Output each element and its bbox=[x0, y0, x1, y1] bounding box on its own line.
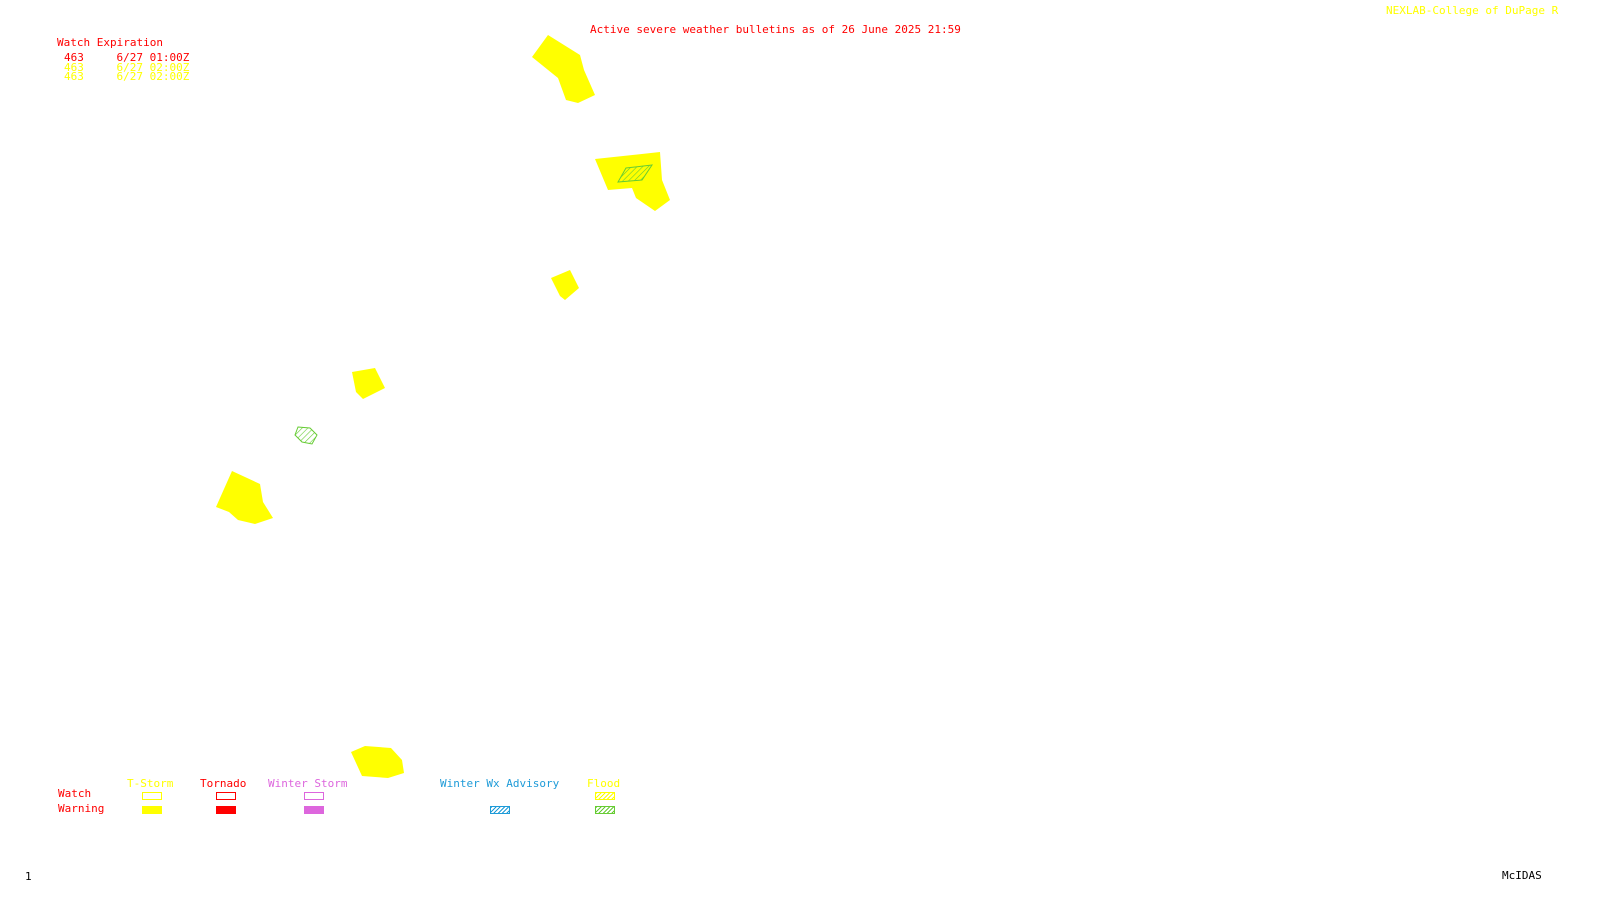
watch-expires: 6/27 01:00Z bbox=[116, 51, 190, 64]
flood-warning-polygon bbox=[294, 426, 318, 445]
legend-winter-storm-watch-swatch bbox=[304, 792, 324, 800]
tstorm-warning-polygon bbox=[595, 152, 670, 211]
legend-flood-watch-swatch bbox=[595, 792, 615, 800]
watch-row: 463 6/27 01:00Z bbox=[64, 52, 189, 64]
legend-watch-label: Watch bbox=[58, 787, 92, 800]
legend-warning-label: Warning bbox=[58, 802, 105, 815]
legend-winter-storm-warning-swatch bbox=[304, 806, 324, 814]
watch-row: 463 6/27 02:00Z bbox=[64, 71, 189, 83]
watch-number: 463 bbox=[64, 61, 84, 74]
tstorm-warning-polygon bbox=[351, 746, 404, 778]
legend-tornado-warning-swatch bbox=[216, 806, 236, 814]
credit-text: NEXLAB-College of DuPage R bbox=[1386, 4, 1559, 17]
legend-tstorm-label: T-Storm bbox=[127, 777, 174, 790]
frame-number: 1 bbox=[25, 870, 32, 883]
watch-expires: 6/27 02:00Z bbox=[116, 61, 190, 74]
watch-row: 463 6/27 02:00Z bbox=[64, 62, 189, 74]
watch-number: 463 bbox=[64, 70, 84, 83]
legend-tornado-watch-swatch bbox=[216, 792, 236, 800]
bulletin-title: Active severe weather bulletins as of 26… bbox=[590, 23, 961, 36]
tstorm-warning-polygon bbox=[551, 270, 579, 300]
tstorm-warning-polygon bbox=[216, 471, 273, 524]
legend-flood-warning-swatch bbox=[595, 806, 615, 814]
legend-winter-storm-label: Winter Storm bbox=[268, 777, 348, 790]
software-label: McIDAS bbox=[1502, 869, 1542, 882]
legend-winter-advisory-label: Winter Wx Advisory bbox=[440, 777, 560, 790]
flood-warning-polygon bbox=[617, 164, 654, 183]
tstorm-warning-polygon bbox=[532, 35, 595, 103]
legend-tstorm-watch-swatch bbox=[142, 792, 162, 800]
tstorm-warning-polygon bbox=[352, 368, 385, 399]
legend-tornado-label: Tornado bbox=[200, 777, 247, 790]
legend-winter-advisory-swatch bbox=[490, 806, 510, 814]
watch-table-heading: Watch Expiration bbox=[57, 36, 163, 49]
watch-expires: 6/27 02:00Z bbox=[116, 70, 190, 83]
legend-flood-label: Flood bbox=[587, 777, 621, 790]
watch-number: 463 bbox=[64, 51, 84, 64]
legend-tstorm-warning-swatch bbox=[142, 806, 162, 814]
